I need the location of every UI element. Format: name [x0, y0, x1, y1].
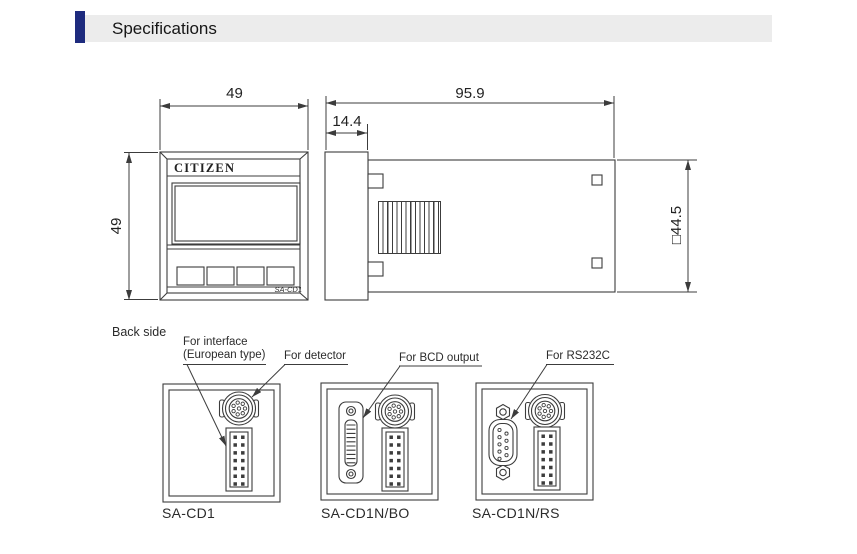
bcd-output-connector [338, 401, 364, 484]
panel-label-sa-cd1n-rs: SA-CD1N/RS [472, 505, 560, 521]
mounting-clip-top [367, 173, 384, 189]
mounting-clip-bottom [367, 261, 384, 277]
front-view-outline [159, 151, 309, 301]
side-view-dimensions [325, 96, 697, 293]
rs232c-connector [488, 403, 518, 481]
front-button-4 [266, 266, 295, 286]
header-accent-bar [75, 11, 85, 43]
callout-interface-line2: (European type) [183, 349, 266, 361]
interface-connector [380, 426, 410, 493]
dim-body-square: □44.5 [668, 205, 685, 245]
callout-rs232c: For RS232C [546, 350, 610, 362]
callout-interface: For interface (European type) [183, 336, 265, 362]
lcd-display [171, 182, 301, 245]
callout-bcd: For BCD output [399, 352, 479, 364]
dim-front-height: 49 [108, 217, 125, 235]
front-button-2 [206, 266, 235, 286]
dim-front-width: 49 [226, 85, 243, 102]
panel-sa-cd1n-bo [320, 382, 439, 501]
dim-total-depth: 95.9 [455, 85, 485, 102]
page-title: Specifications [112, 19, 217, 38]
side-view-outline [324, 151, 616, 301]
callout-interface-line1: For interface [183, 336, 248, 348]
front-button-3 [236, 266, 265, 286]
body-hole-top [591, 174, 603, 186]
panel-label-sa-cd1n-bo: SA-CD1N/BO [321, 505, 410, 521]
back-side-label: Back side [112, 325, 167, 339]
panel-sa-cd1n-rs [475, 382, 594, 501]
vent-hatch [378, 201, 441, 254]
callout-detector: For detector [284, 350, 346, 362]
interface-connector [224, 426, 254, 493]
panel-sa-cd1 [162, 383, 281, 503]
model-badge: SA-CD1 [274, 285, 302, 294]
front-button-1 [176, 266, 205, 286]
panel-label-sa-cd1: SA-CD1 [162, 505, 216, 521]
body-hole-bottom [591, 257, 603, 269]
header-background-bar [85, 15, 772, 42]
dim-bezel-depth: 14.4 [332, 113, 362, 130]
brand-logo: CITIZEN [174, 161, 236, 175]
callout-leaders [183, 364, 614, 447]
front-view-dimensions [124, 99, 309, 300]
interface-connector [532, 425, 562, 492]
